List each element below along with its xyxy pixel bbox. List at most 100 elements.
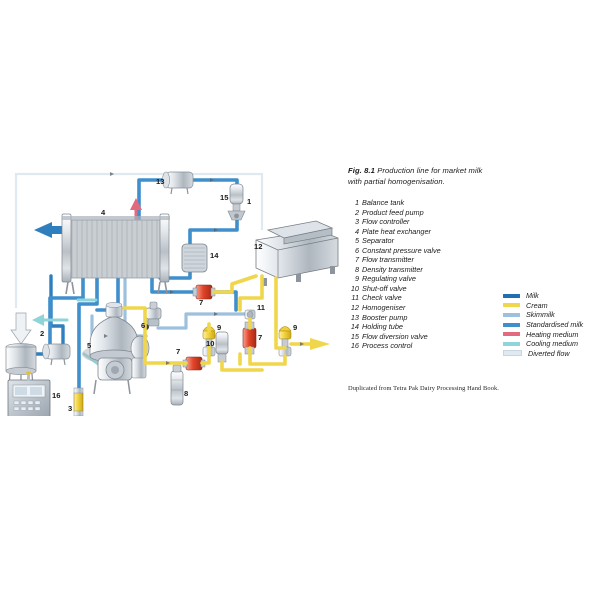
item-number: 12 xyxy=(350,303,359,313)
flow-transmitter-unit-a xyxy=(192,284,216,300)
item-number: 14 xyxy=(350,322,359,332)
legend-row: Skimmilk xyxy=(503,310,583,320)
balance-tank-unit xyxy=(5,312,37,387)
svg-text:16: 16 xyxy=(52,391,60,400)
legend-row: Heating medium xyxy=(503,329,583,339)
svg-text:14: 14 xyxy=(210,251,219,260)
pipe-milk xyxy=(24,274,65,356)
item-label: Plate heat exchanger xyxy=(362,226,431,236)
flow-diversion-valve-unit xyxy=(227,183,246,221)
item-number: 6 xyxy=(354,245,359,255)
svg-text:9: 9 xyxy=(293,323,297,332)
item-number: 2 xyxy=(354,207,359,217)
svg-text:6: 6 xyxy=(141,321,145,330)
svg-text:8: 8 xyxy=(184,389,188,398)
color-legend: Milk Cream Skimmilk Standardised milk He… xyxy=(503,291,583,358)
legend-label: Standardised milk xyxy=(526,320,584,330)
item-label: Booster pump xyxy=(362,312,408,322)
regulating-valve-unit-b xyxy=(278,326,292,357)
svg-text:5: 5 xyxy=(87,341,92,350)
legend-label: Milk xyxy=(526,291,539,301)
shut-off-valve-unit xyxy=(215,331,229,363)
item-label: Separator xyxy=(362,236,395,246)
figure-title-text: Production line for market milk with par… xyxy=(348,166,483,186)
legend-label: Cooling medium xyxy=(526,339,578,349)
svg-text:10: 10 xyxy=(206,339,214,348)
figure-label: Fig. 8.1 xyxy=(348,166,375,175)
cream-outlet-arrow xyxy=(310,338,330,350)
item-label: Regulating valve xyxy=(362,274,416,284)
item-number: 1 xyxy=(354,198,359,207)
svg-text:7: 7 xyxy=(199,298,203,307)
legend-label: Cream xyxy=(526,300,548,310)
item-label: Flow controller xyxy=(362,217,410,227)
legend-label: Skimmilk xyxy=(526,310,555,320)
item-label: Flow transmitter xyxy=(362,255,414,265)
svg-text:1: 1 xyxy=(247,197,252,206)
legend-swatch-milk xyxy=(503,293,520,298)
item-number: 16 xyxy=(350,341,359,351)
legend-row: Standardised milk xyxy=(503,320,583,330)
flow-direction-markers xyxy=(104,172,304,365)
flow-controller-unit xyxy=(73,387,84,416)
item-number: 3 xyxy=(354,217,359,227)
item-number: 15 xyxy=(350,331,359,341)
item-number: 9 xyxy=(354,274,359,284)
pipe-cream xyxy=(122,274,314,372)
legend-row: Diverted flow xyxy=(503,349,583,359)
item-label: Check valve xyxy=(362,293,402,303)
svg-text:9: 9 xyxy=(217,323,221,332)
equipment-callout-labels: 1 2 3 4 5 6 7 8 9 9 10 11 12 13 14 15 16… xyxy=(40,177,297,413)
legend-label: Heating medium xyxy=(526,329,579,339)
legend-swatch-heating-medium xyxy=(503,332,520,337)
item-label: Balance tank xyxy=(362,198,405,207)
item-label: Density transmitter xyxy=(362,264,423,274)
legend-swatch-skimmilk xyxy=(503,312,520,317)
legend-row: Milk xyxy=(503,291,583,301)
holding-tube-unit xyxy=(181,243,208,273)
svg-text:13: 13 xyxy=(156,177,164,186)
item-number: 4 xyxy=(354,226,359,236)
legend-swatch-standardised-milk xyxy=(503,322,520,327)
homogeniser-unit xyxy=(255,220,339,286)
item-label: Flow diversion valve xyxy=(362,331,428,341)
legend-label: Diverted flow xyxy=(528,348,570,358)
item-number: 10 xyxy=(350,283,359,293)
item-number: 11 xyxy=(351,293,359,303)
item-number: 7 xyxy=(354,255,359,265)
product-outlet-arrow xyxy=(34,222,52,238)
attribution-text: Duplicated from Tetra Pak Dairy Processi… xyxy=(348,385,499,392)
pipe-diverted-flow xyxy=(14,172,264,308)
booster-pump-unit xyxy=(162,171,194,195)
item-label: Process control xyxy=(362,341,413,351)
item-label: Holding tube xyxy=(362,322,403,332)
process-control-unit xyxy=(7,371,51,416)
svg-text:3: 3 xyxy=(68,404,72,413)
plate-heat-exchanger-unit xyxy=(61,213,170,295)
legend-swatch-diverted-flow xyxy=(503,350,522,357)
legend-swatch-cream xyxy=(503,303,520,308)
item-label: Constant pressure valve xyxy=(362,245,441,255)
svg-text:4: 4 xyxy=(101,208,106,217)
legend-row: Cooling medium xyxy=(503,339,583,349)
item-number: 8 xyxy=(354,264,359,274)
legend-row: Cream xyxy=(503,301,583,311)
figure-caption-block: Fig. 8.1 Production line for market milk… xyxy=(348,166,498,351)
